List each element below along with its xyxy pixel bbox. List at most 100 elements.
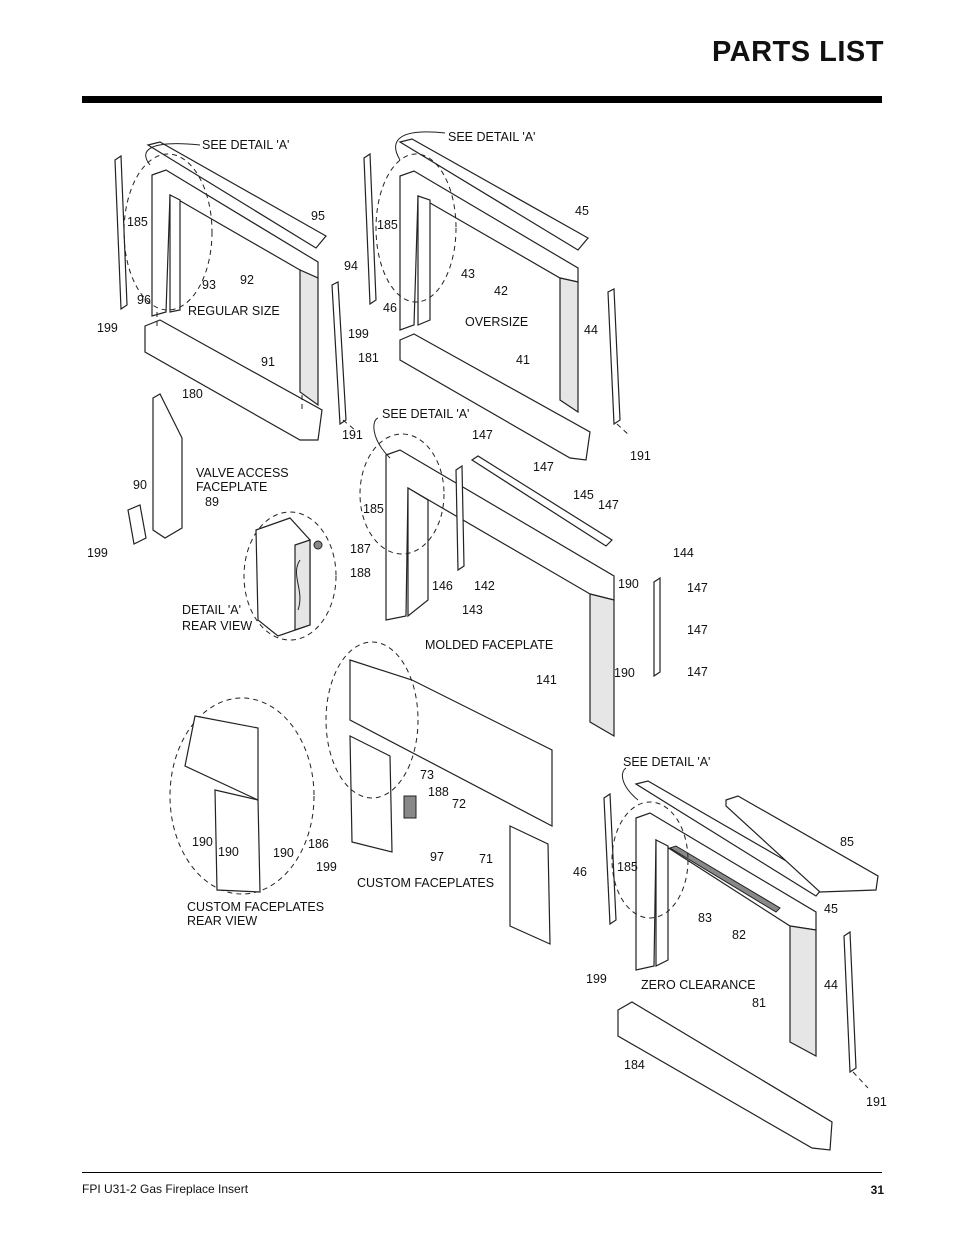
molded-leg-141-part xyxy=(589,593,615,738)
callout-42: 42 xyxy=(494,284,508,298)
callout-141: 141 xyxy=(536,673,557,687)
callout-144: 144 xyxy=(673,546,694,560)
detail-circle-oversize xyxy=(375,153,457,303)
detail-circle-custom-rear xyxy=(169,697,315,895)
callout-190: 190 xyxy=(614,666,635,680)
callout-73: 73 xyxy=(420,768,434,782)
callout-190: 190 xyxy=(218,845,239,859)
callout-43: 43 xyxy=(461,267,475,281)
frame-leg-41-part xyxy=(559,277,579,414)
frame-slot-part xyxy=(668,845,781,913)
callout-190: 190 xyxy=(273,846,294,860)
callout-187: 187 xyxy=(350,542,371,556)
callout-147: 147 xyxy=(472,428,493,442)
callout-199: 199 xyxy=(586,972,607,986)
frame-leg-81-part xyxy=(789,925,817,1058)
side-strip-44-part xyxy=(843,930,857,1074)
custom-rear-view xyxy=(169,697,315,895)
top-trim-95-part xyxy=(146,141,327,249)
section-label-oversize: OVERSIZE xyxy=(465,315,528,329)
molded-faceplate-assembly xyxy=(359,417,661,738)
callout-190: 190 xyxy=(618,577,639,591)
section-label-zero-clearance: ZERO CLEARANCE xyxy=(641,978,756,992)
detail-a-rear-view xyxy=(243,511,337,641)
base-180-part xyxy=(144,319,323,441)
side-strip-146-part xyxy=(455,464,465,572)
detail-circle-custom xyxy=(325,641,419,799)
callout-143: 143 xyxy=(462,603,483,617)
callout-199: 199 xyxy=(316,860,337,874)
page-number: 31 xyxy=(870,1183,884,1197)
side-strip-94-part xyxy=(331,281,347,426)
callout-199: 199 xyxy=(97,321,118,335)
callout-188: 188 xyxy=(428,785,449,799)
callout-72: 72 xyxy=(452,797,466,811)
top-trim-45-part xyxy=(398,138,589,251)
rear-panel-part xyxy=(184,715,259,801)
detail-wire xyxy=(295,559,301,611)
see-detail-label: SEE DETAIL 'A' xyxy=(623,755,710,769)
valve-faceplate-89-part xyxy=(152,393,183,539)
side-strip-46-part xyxy=(603,792,617,926)
callout-188: 188 xyxy=(350,566,371,580)
callout-145: 145 xyxy=(573,488,594,502)
callout-41: 41 xyxy=(516,353,530,367)
section-label-valve-1: VALVE ACCESS xyxy=(196,466,289,480)
callout-147: 147 xyxy=(533,460,554,474)
callout-181: 181 xyxy=(358,351,379,365)
callout-142: 142 xyxy=(474,579,495,593)
callout-191: 191 xyxy=(866,1095,887,1109)
callout-190: 190 xyxy=(192,835,213,849)
section-label-custom-faceplates: CUSTOM FACEPLATES xyxy=(357,876,494,890)
callout-146: 146 xyxy=(432,579,453,593)
callout-147: 147 xyxy=(687,581,708,595)
section-label-molded-faceplate: MOLDED FACEPLATE xyxy=(425,638,553,652)
callout-83: 83 xyxy=(698,911,712,925)
custom-plate-73-part xyxy=(349,735,393,853)
rear-plate-part xyxy=(214,789,261,893)
see-detail-label: SEE DETAIL 'A' xyxy=(382,407,469,421)
callout-89: 89 xyxy=(205,495,219,509)
panel-85-part xyxy=(725,795,879,893)
callout-180: 180 xyxy=(182,387,203,401)
frame-inner-leg-part xyxy=(169,194,181,313)
leader-see-detail-oversize xyxy=(395,131,446,161)
callout-191: 191 xyxy=(630,449,651,463)
side-strip-46-part xyxy=(363,152,377,306)
oversize-assembly xyxy=(363,131,631,461)
callout-199: 199 xyxy=(348,327,369,341)
leader-see-detail-molded xyxy=(373,417,391,459)
callout-95: 95 xyxy=(311,209,325,223)
section-label-detail-2: REAR VIEW xyxy=(182,619,252,633)
page-title: PARTS LIST xyxy=(711,36,884,68)
callout-184: 184 xyxy=(624,1058,645,1072)
callout-185: 185 xyxy=(127,215,148,229)
callout-82: 82 xyxy=(732,928,746,942)
section-label-custom-rear-1: CUSTOM FACEPLATES xyxy=(187,900,324,914)
callout-91: 91 xyxy=(261,355,275,369)
callout-199: 199 xyxy=(87,546,108,560)
base-181-part xyxy=(399,333,591,461)
callout-93: 93 xyxy=(202,278,216,292)
callout-44: 44 xyxy=(824,978,838,992)
callout-71: 71 xyxy=(479,852,493,866)
callout-45: 45 xyxy=(824,902,838,916)
footer-document-title: FPI U31-2 Gas Fireplace Insert xyxy=(82,1182,249,1196)
callout-185: 185 xyxy=(377,218,398,232)
callout-85: 85 xyxy=(840,835,854,849)
callout-96: 96 xyxy=(137,293,151,307)
custom-faceplates-assembly xyxy=(325,641,553,945)
switch-188-part xyxy=(403,795,417,819)
base-184-part xyxy=(617,1001,833,1151)
frame-inner-leg-83-part xyxy=(655,839,669,967)
callout-81: 81 xyxy=(752,996,766,1010)
custom-panel-72-part xyxy=(349,659,553,827)
callout-147: 147 xyxy=(598,498,619,512)
switch-187-part xyxy=(313,540,323,550)
callout-90: 90 xyxy=(133,478,147,492)
callout-45: 45 xyxy=(575,204,589,218)
side-strip-left-part xyxy=(114,154,128,311)
detail-circle-molded xyxy=(359,433,445,555)
custom-plate-71-part xyxy=(509,825,551,945)
